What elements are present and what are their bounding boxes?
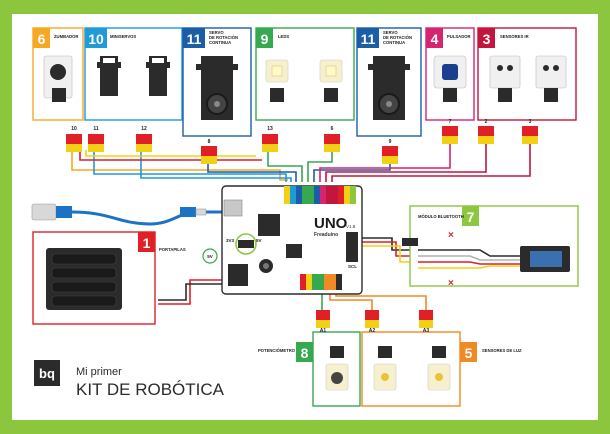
module-label-line-1: SERVO [383,30,398,35]
wire-portapilas-red [158,279,232,305]
pin-label: 7 [449,119,452,125]
module-pulsador: 4 PULSADOR [425,27,475,121]
module-number: 7 [467,209,475,225]
wire-ir-1 [325,142,487,182]
brand-subtitle: Mi primer [76,366,122,378]
module-label-line-2: DE ROTACIÓN [209,35,238,40]
module-number: 8 [301,345,309,361]
top-header-pins [284,186,356,204]
wire-miniservo-2 [140,150,292,182]
module-number: 10 [88,31,104,47]
module-label-line-2: DE ROTACIÓN [383,35,412,40]
voltage-label-5v: 5V [256,238,262,243]
uno-board: UNO Freaduino V1.8 3V3 5V 5V SCL [202,185,363,295]
module-number: 1 [143,235,151,251]
voltage-selector[interactable]: 3V3 5V [226,233,262,255]
pin-label: 8 [208,139,211,145]
pin-label: 2 [485,119,488,125]
module-sensores-luz: 5 SENSORES DE LUZ A2 A3 [361,310,522,407]
module-servo-rotacion-1: 11 SERVO DE ROTACIÓN CONTINUA [182,27,252,137]
module-miniservos: 10 MINISERVOS [84,27,183,121]
ir-sensor-2 [535,55,567,89]
wire-led-2 [307,150,333,182]
module-number: 9 [261,31,269,47]
module-leds: 9 LEDS [255,27,355,121]
button-component [442,64,458,80]
module-number: 5 [465,345,473,361]
voltage-label-3v3: 3V3 [226,238,235,243]
module-label: MÓDULO BLUETOOTH [418,214,464,219]
wire-bt-3 [358,245,410,263]
voltage-selector-badge: 5V [202,248,218,264]
wire-led-1 [267,150,303,182]
wire-bt-2 [358,241,410,257]
pin-label: A2 [369,328,376,334]
wire-portapilas-black [158,283,232,301]
bq-logo: bq [39,366,55,381]
module-number: 11 [187,31,202,47]
module-potenciometro: 8 POTENCIÓMETRO A1 [258,310,361,407]
board-version: V1.8 [346,224,356,229]
module-label-line-3: CONTINUA [209,40,231,45]
module-label-line-1: SERVO [209,30,224,35]
module-sensores-ir: 3 SENSORES IR [477,27,577,121]
board-brand: Freaduino [314,232,338,238]
bottom-header-pins [300,274,342,290]
module-portapilas: 1 PORTAPILAS [32,231,186,325]
voltage-badge-text: 5V [207,254,213,259]
wire-zumbador [71,150,288,181]
bq-logo-box [34,360,60,386]
pin-label: 3 [529,119,532,125]
pin-label: A1 [320,328,327,334]
module-label-line-3: CONTINUA [383,40,405,45]
pin-label: 10 [71,126,77,132]
brand-title: KIT DE ROBÓTICA [76,380,225,399]
module-label: ZUMBADOR [54,34,78,39]
pin-label: 11 [93,126,99,132]
power-jack [228,264,248,286]
module-number: 3 [483,31,491,47]
wire-ir-2 [331,142,531,182]
pin-label: 12 [141,126,147,132]
module-number: 6 [38,31,46,47]
ir-sensor-1 [489,55,521,89]
module-label: POTENCIÓMETRO [258,348,296,353]
usb-plug-left [31,203,72,221]
module-label: PORTAPILAS [159,247,186,252]
pin-label: 13 [267,126,273,132]
module-label: LEDS [278,34,289,39]
pin-label: 9 [389,139,392,145]
wire-servo-rot-1 [207,164,297,182]
wire-bt-1 [358,237,410,251]
diagram-sheet: 6 ZUMBADOR 10 MINISERVOS 11 SERVO DE ROT… [12,14,598,420]
top-connectors: 10 11 12 8 13 6 9 7 2 3 [66,119,538,164]
module-bluetooth: 7 MÓDULO BLUETOOTH × × [402,205,579,289]
module-number: 4 [431,31,439,47]
microcontroller [258,214,280,236]
potentiometer-knob [331,372,343,384]
usb-port [223,199,243,217]
wire-pulsador [319,142,451,182]
module-servo-rotacion-2: 11 SERVO DE ROTACIÓN CONTINUA [356,27,422,137]
wire-luz-1 [329,290,373,310]
pin-label-scl: SCL [348,264,357,269]
wires [71,142,531,310]
wire-servo-rot-2 [313,164,391,182]
module-label: SENSORES DE LUZ [482,348,522,353]
module-label: SENSORES IR [500,34,529,39]
buzzer-component [50,64,66,80]
module-label: MINISERVOS [110,34,136,39]
pin-label: 6 [331,126,334,132]
module-label: PULSADOR [447,34,471,39]
module-number: 11 [361,31,376,47]
usb-plug-right [180,207,207,217]
disconnect-mark-2: × [448,278,454,289]
board-name: UNO [314,215,348,232]
branding: bq Mi primer KIT DE ROBÓTICA [34,360,225,399]
disconnect-mark-1: × [448,230,454,241]
pin-label: A3 [423,328,430,334]
module-zumbador: 6 ZUMBADOR [32,27,84,121]
